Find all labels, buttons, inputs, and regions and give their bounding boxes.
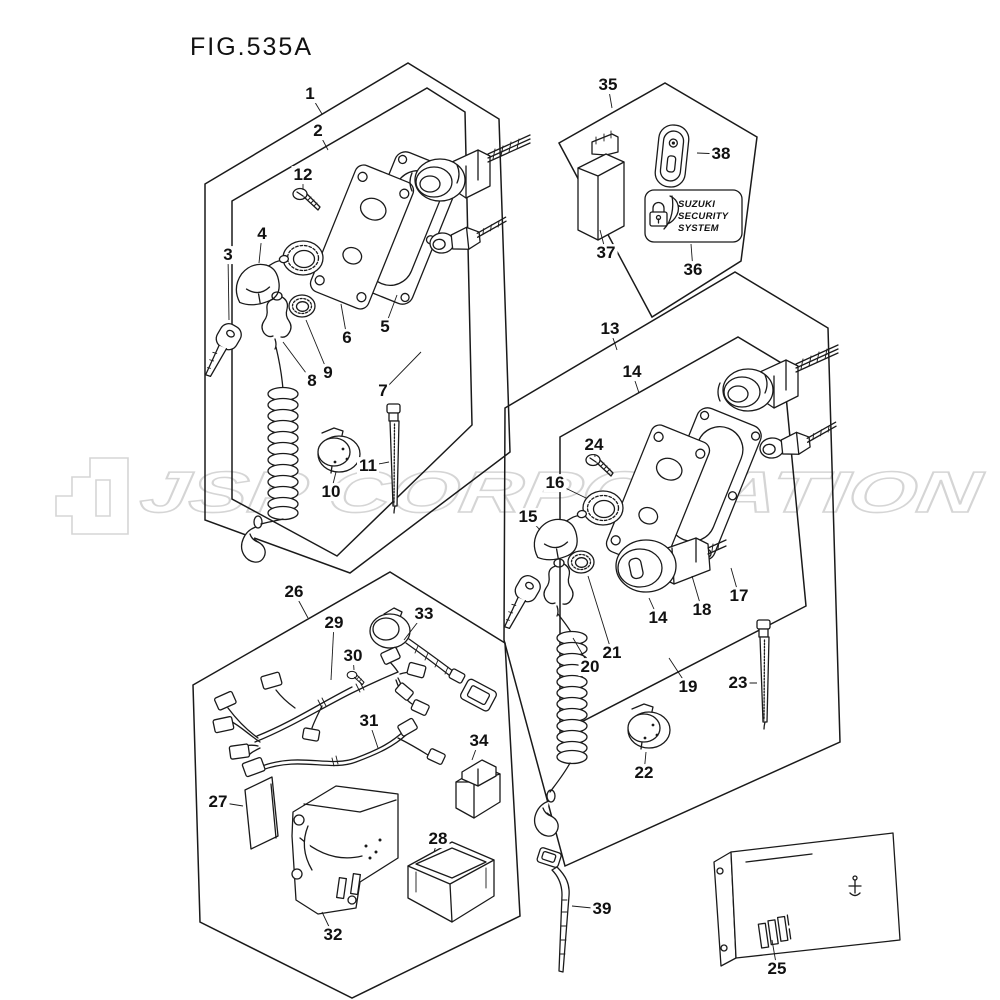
callout-19: 19 (676, 677, 700, 697)
leader-3 (227, 254, 230, 321)
watermark-text: JSP CORPORATION (136, 460, 988, 525)
part-pad (244, 776, 279, 850)
callout-25: 25 (765, 959, 789, 979)
callout-31: 31 (357, 711, 381, 731)
callout-8: 8 (305, 371, 319, 391)
part-stop-button (317, 427, 361, 474)
callout-1: 1 (303, 84, 317, 104)
callout-37: 37 (594, 243, 618, 263)
part-immobilizer-unit (577, 130, 625, 241)
part-lead-wire (241, 717, 446, 778)
callout-21: 21 (600, 643, 624, 663)
part-strap (386, 403, 401, 514)
part-lanyard-coil-2 (549, 613, 588, 793)
part-screw (292, 187, 321, 211)
part-snap-hook-2 (534, 789, 559, 837)
callout-6: 6 (340, 328, 354, 348)
callout-35: 35 (596, 75, 620, 95)
security-badge: SUZUKI SECURITY SYSTEM (644, 189, 743, 243)
part-pressure-switch-2 (759, 421, 837, 459)
part-key-2 (503, 575, 541, 630)
group-box-2 (231, 87, 473, 557)
callout-11: 11 (357, 456, 379, 476)
callout-7: 7 (376, 381, 390, 401)
part-lanyard-coil (260, 346, 299, 525)
part-holder-box (407, 841, 495, 923)
badge-line2: SECURITY (678, 211, 730, 222)
callout-26: 26 (282, 582, 306, 602)
callout-20: 20 (578, 657, 602, 677)
part-bracket (291, 785, 399, 915)
leader-21 (587, 575, 613, 654)
figure-title: FIG.535A (190, 33, 313, 61)
part-cap-2 (533, 509, 588, 561)
part-strap-2 (756, 619, 771, 730)
callout-22: 22 (632, 763, 656, 783)
callout-32: 32 (321, 925, 345, 945)
part-nut (288, 294, 316, 318)
callout-27: 27 (206, 792, 230, 812)
part-relay (455, 759, 501, 819)
callout-14: 14 (646, 608, 670, 628)
group-box-1 (204, 62, 511, 574)
part-pressure-switch (429, 216, 507, 254)
callout-14: 14 (620, 362, 644, 382)
part-mounting-panel (309, 164, 415, 310)
callout-34: 34 (467, 731, 491, 751)
callout-10: 10 (319, 482, 343, 502)
group-boxes (192, 62, 841, 999)
part-neutral-switch (369, 607, 498, 712)
callout-9: 9 (321, 363, 335, 383)
part-stop-button-2 (627, 703, 671, 750)
watermark-logo (55, 457, 129, 535)
callout-36: 36 (681, 260, 705, 280)
part-lanyard-clip-2 (543, 558, 574, 617)
callout-4: 4 (255, 224, 269, 244)
group-box-35 (557, 82, 758, 319)
callout-24: 24 (582, 435, 606, 455)
part-snap-hook (241, 515, 266, 563)
part-lanyard-clip (261, 291, 292, 350)
callout-28: 28 (426, 829, 450, 849)
callout-12: 12 (291, 165, 315, 185)
part-remote-fob (654, 124, 690, 188)
callout-38: 38 (709, 144, 733, 164)
callout-3: 3 (221, 245, 235, 265)
badge-line3: SYSTEM (678, 223, 720, 234)
part-screw-2 (585, 453, 614, 477)
callout-leader-lines (217, 84, 778, 970)
part-ignition-switch (409, 134, 531, 202)
callout-15: 15 (516, 507, 540, 527)
part-key (204, 323, 242, 378)
part-cable-tie (536, 847, 570, 973)
part-bolt (346, 670, 365, 686)
part-nut-2 (567, 550, 595, 574)
callout-33: 33 (412, 604, 436, 624)
part-ring-nut (282, 240, 324, 276)
leader-29 (330, 622, 335, 681)
callout-39: 39 (590, 899, 614, 919)
parts-art: SUZUKI SECURITY SYSTEM (204, 124, 901, 973)
callout-5: 5 (378, 317, 392, 337)
badge-line1: SUZUKI (678, 199, 715, 210)
callout-29: 29 (322, 613, 346, 633)
callout-2: 2 (311, 121, 325, 141)
part-sub-harness (212, 646, 430, 760)
callout-23: 23 (726, 673, 750, 693)
part-key-switch (615, 537, 727, 593)
part-ring-nut-2 (582, 490, 624, 526)
group-box-26 (192, 571, 521, 999)
callout-17: 17 (727, 586, 751, 606)
callout-30: 30 (341, 646, 365, 666)
callout-16: 16 (543, 473, 567, 493)
part-cap (235, 254, 290, 306)
callout-18: 18 (690, 600, 714, 620)
group-box-13 (503, 271, 841, 868)
callout-13: 13 (598, 319, 622, 339)
part-ignition-switch-2 (717, 344, 839, 412)
part-cdi-unit (713, 832, 901, 967)
